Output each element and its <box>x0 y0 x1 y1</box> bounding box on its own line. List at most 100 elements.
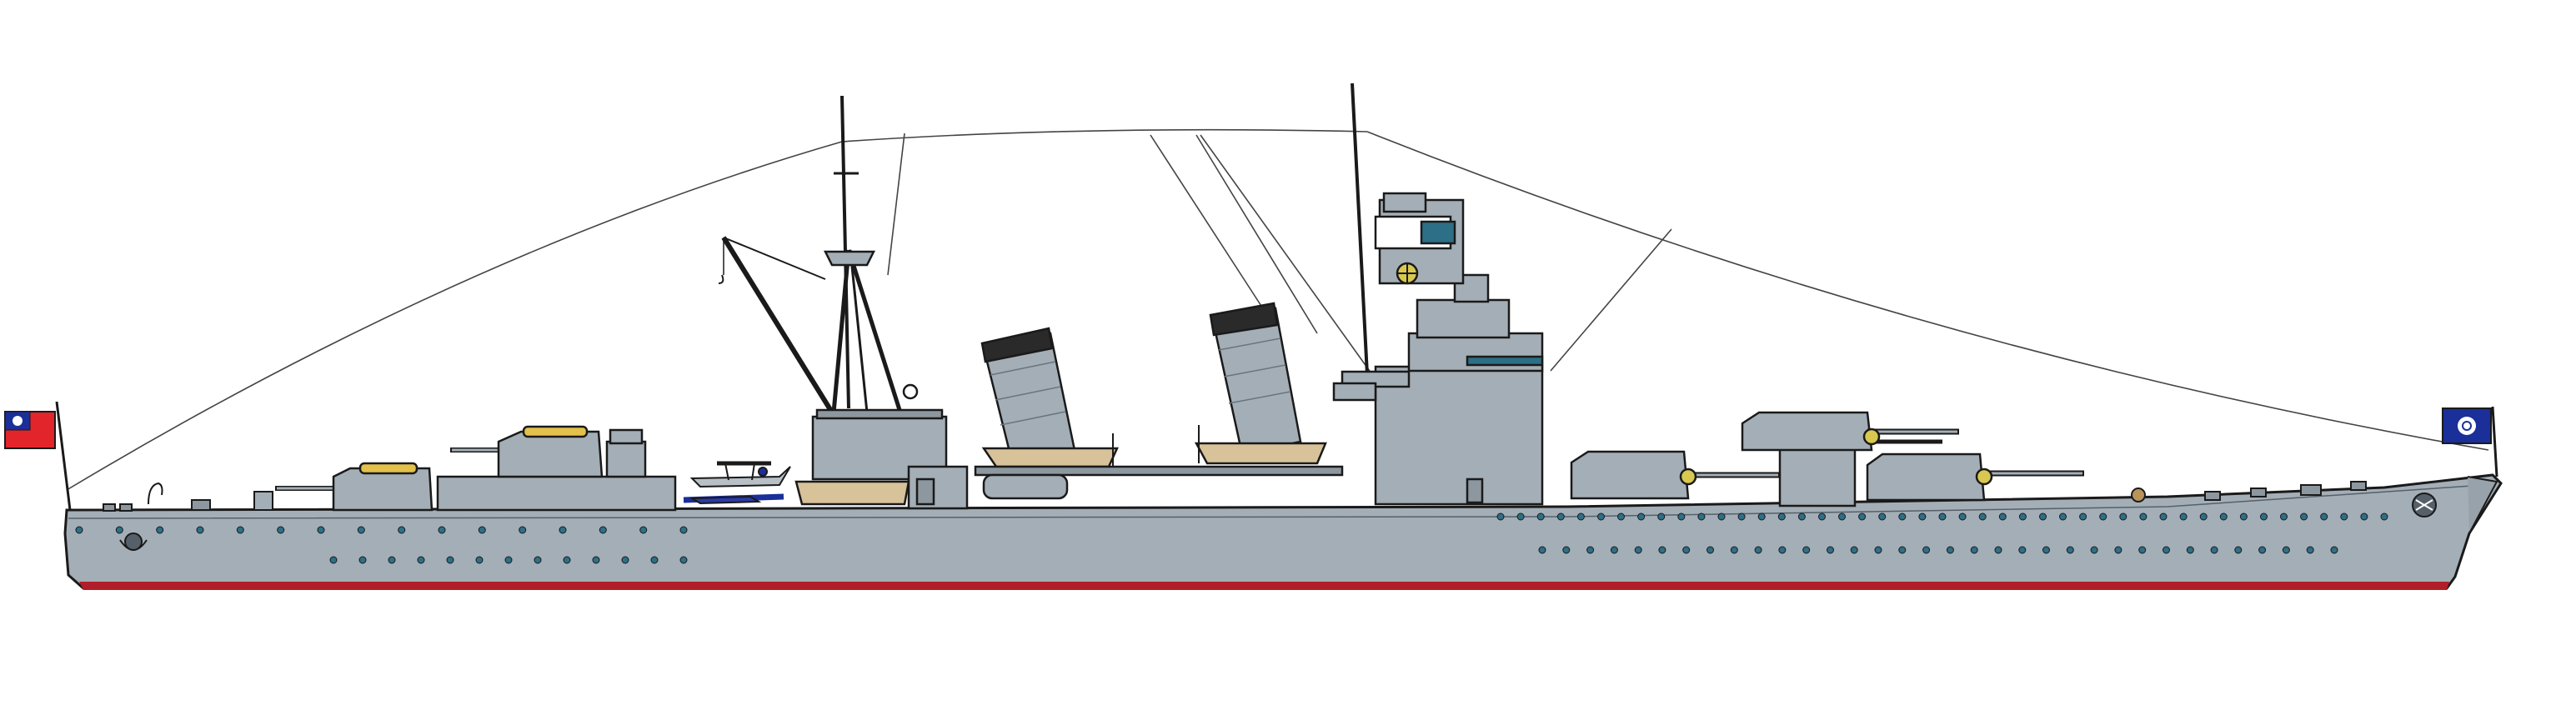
fore-funnel-stay-2 <box>1195 134 1318 334</box>
seaplane <box>689 461 791 505</box>
seaplane-strut-2 <box>751 462 755 481</box>
crane-hook-icon <box>718 274 724 284</box>
turret-x-rafts <box>358 462 418 475</box>
porthole-fore-upper <box>1657 512 1666 521</box>
porthole-fore-lower <box>1970 546 1978 554</box>
porthole-fore-lower <box>1827 546 1834 554</box>
porthole-fore-upper <box>1838 512 1846 521</box>
porthole-fore-lower <box>1994 546 2002 554</box>
porthole-fore-lower <box>2282 546 2290 554</box>
porthole-fore-lower <box>2210 546 2218 554</box>
porthole-fore-lower <box>2186 546 2194 554</box>
turret-b-blast-bag <box>1862 428 1881 446</box>
mainmast-house-roof <box>815 408 944 420</box>
porthole-fore-lower <box>2018 546 2027 554</box>
porthole-fore-upper <box>1516 512 1525 521</box>
bow-jack-group <box>2442 406 2498 478</box>
porthole-fore-lower <box>1634 546 1642 554</box>
porthole-fore-upper <box>2199 512 2208 521</box>
top-cab <box>1382 192 1427 213</box>
turret-a-blast-bag <box>1679 468 1697 486</box>
porthole-fore-upper <box>1918 512 1927 521</box>
seaplane-float <box>689 495 762 505</box>
boat-aft <box>981 447 1119 468</box>
stern-flagstaff <box>55 401 72 511</box>
porthole-fore-upper <box>1677 512 1686 521</box>
porthole-aft-lower <box>504 556 513 564</box>
stern-crest-icon <box>119 532 148 551</box>
bow-stay <box>1366 131 2489 451</box>
searchlight-icon <box>902 383 919 400</box>
porthole-fore-lower <box>1850 546 1858 554</box>
turret-forward-house <box>1866 452 1986 502</box>
porthole-fore-lower <box>1682 546 1691 554</box>
porthole-fore-lower <box>1562 546 1571 554</box>
portholes <box>75 512 2388 564</box>
foremast-pole <box>1351 82 1369 376</box>
porthole-aft-lower <box>679 556 688 564</box>
bridge-upper <box>1416 298 1511 339</box>
porthole-aft-upper <box>438 526 446 534</box>
porthole-fore-upper <box>2179 512 2188 521</box>
porthole-aft-lower <box>592 556 600 564</box>
bow-vent-1 <box>2204 491 2221 501</box>
porthole-fore-lower <box>2330 546 2338 554</box>
bridge-lower-door <box>1466 478 1484 504</box>
porthole-fore-lower <box>2066 546 2074 554</box>
porthole-aft-upper <box>196 526 204 534</box>
turret-b-barbette <box>1778 444 1857 508</box>
porthole-fore-upper <box>1617 512 1625 521</box>
porthole-aft-upper <box>156 526 164 534</box>
porthole-fore-upper <box>1898 512 1907 521</box>
porthole-fore-upper <box>2340 512 2348 521</box>
main-mast-assembly <box>718 95 969 510</box>
porthole-aft-lower <box>563 556 571 564</box>
porthole-fore-upper <box>1556 512 1565 521</box>
mainmast-platform <box>823 250 876 267</box>
porthole-aft-upper <box>317 526 325 534</box>
porthole-fore-upper <box>2119 512 2127 521</box>
porthole-fore-lower <box>2258 546 2267 554</box>
porthole-fore-upper <box>1737 512 1746 521</box>
porthole-aft-upper <box>519 526 527 534</box>
porthole-aft-upper <box>398 526 406 534</box>
bow-stem <box>2467 476 2498 534</box>
bow-capstan <box>2350 481 2367 491</box>
anchor-icon <box>2412 492 2437 518</box>
porthole-fore-lower <box>1946 546 1954 554</box>
porthole-fore-upper <box>1597 512 1605 521</box>
after-funnel-cap <box>980 327 1054 363</box>
boat-deck <box>974 465 1344 477</box>
stern-deck-fittings <box>103 482 273 551</box>
porthole-fore-lower <box>2306 546 2314 554</box>
turret-b <box>1741 411 1959 508</box>
aft-director-cab <box>609 428 644 445</box>
stern-flag-group <box>4 401 72 511</box>
porthole-fore-upper <box>2099 512 2107 521</box>
porthole-fore-upper <box>2018 512 2027 521</box>
porthole-fore-upper <box>1536 512 1545 521</box>
porthole-aft-upper <box>236 526 244 534</box>
porthole-fore-lower <box>1802 546 1811 554</box>
seaplane-fuselage <box>689 466 791 488</box>
porthole-aft-lower <box>358 556 367 564</box>
bridge-windows <box>1466 355 1544 367</box>
jack-staff <box>2491 406 2498 478</box>
porthole-fore-upper <box>1797 512 1806 521</box>
bow-vent-2 <box>2250 488 2267 498</box>
porthole-fore-upper <box>1878 512 1887 521</box>
seaplane-roundel <box>758 467 768 477</box>
turret-forward-blast-bag <box>1975 468 1993 486</box>
boats <box>974 425 1344 500</box>
fore-funnel <box>1209 302 1302 456</box>
aft-director-base <box>605 440 647 478</box>
aft-deckhouse <box>436 475 677 512</box>
hangar-door <box>915 478 935 506</box>
stern-stay <box>66 141 843 491</box>
porthole-fore-upper <box>2280 512 2288 521</box>
porthole-fore-upper <box>1717 512 1726 521</box>
after-funnel-bands <box>990 361 1066 426</box>
turret-a-house <box>1570 450 1690 500</box>
